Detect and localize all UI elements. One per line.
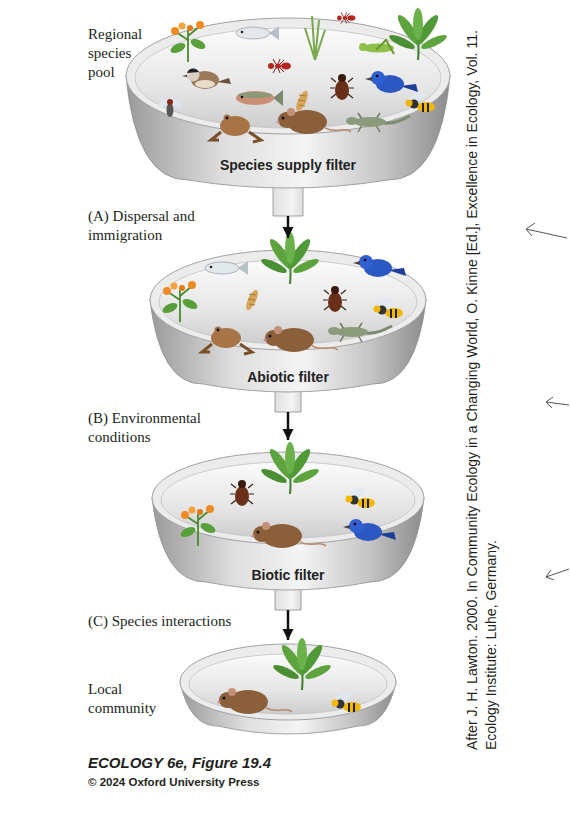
step-label: (C) Species interactions <box>88 612 278 631</box>
funnel-outline <box>178 640 398 736</box>
community-heading: Local community <box>88 680 168 718</box>
funnel-rim <box>126 18 450 134</box>
community-dish: Local community <box>178 640 398 736</box>
funnel-rim <box>152 452 424 544</box>
step-label: (B) Environmental conditions <box>88 409 228 447</box>
flow-arrow <box>287 216 290 238</box>
filter-name: Species supply filter <box>123 156 453 174</box>
funnel-floor <box>161 462 415 538</box>
funnel-floor <box>159 260 417 344</box>
filter-funnel: Abiotic filter <box>147 238 429 412</box>
funnel-outline <box>147 238 429 412</box>
pencil-arrow <box>546 397 569 408</box>
funnel-rim <box>180 644 396 720</box>
funnel-outline <box>123 8 453 216</box>
funnel-floor <box>135 28 441 128</box>
flow-arrow <box>287 412 290 440</box>
source-credit: After J. H. Lawton. 2000. In Community E… <box>463 5 501 750</box>
figure-number: ECOLOGY 6e, Figure 19.4 <box>88 754 388 772</box>
pencil-arrow <box>546 569 569 580</box>
filter-name: Biotic filter <box>149 566 427 584</box>
filter-funnel: Biotic filter <box>149 440 427 610</box>
flow-arrow <box>287 610 290 640</box>
pool-heading: Regional species pool <box>88 25 160 82</box>
funnel-floor <box>189 654 387 714</box>
funnel-outline <box>149 440 427 610</box>
pencil-arrow <box>526 223 567 238</box>
funnel-rim <box>150 250 426 350</box>
filter-name: Abiotic filter <box>147 368 429 386</box>
copyright-note: © 2024 Oxford University Press <box>88 775 388 790</box>
step-label: (A) Dispersal and immigration <box>88 207 223 245</box>
filter-funnel: Regional species poolSpecies supply filt… <box>123 8 453 216</box>
